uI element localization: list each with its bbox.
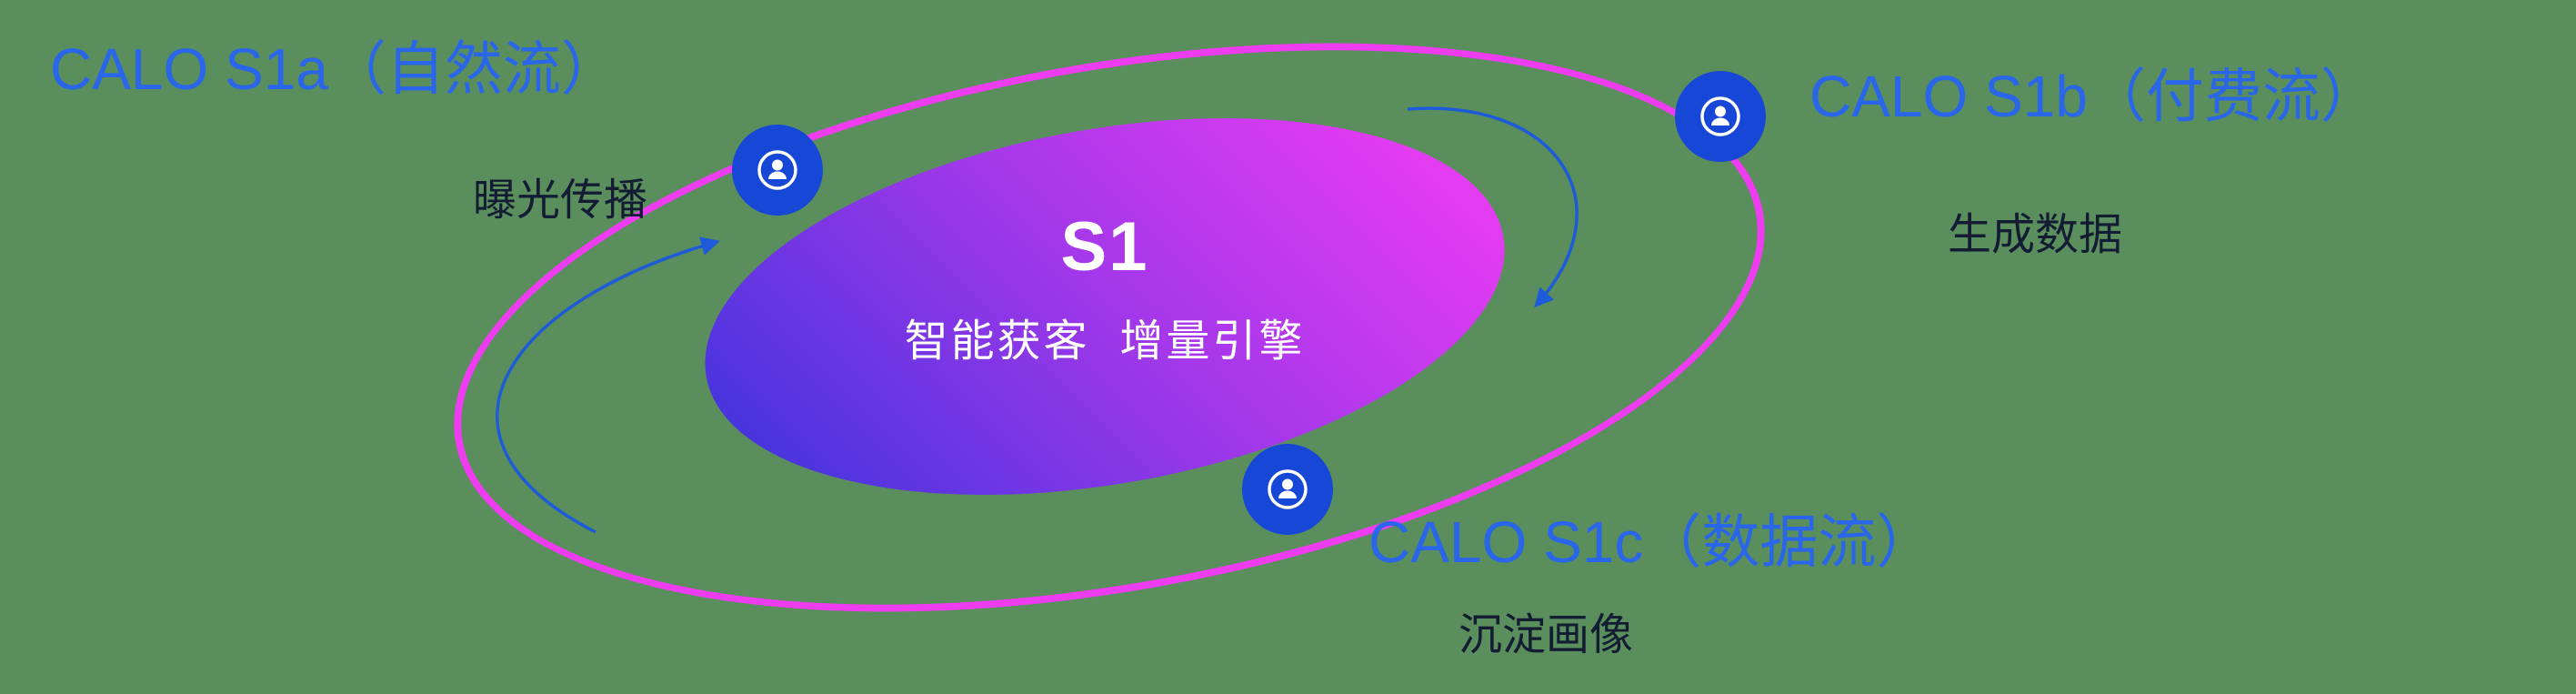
user-icon <box>757 150 797 190</box>
center-title: S1 <box>1060 208 1149 286</box>
user-icon <box>1700 96 1740 136</box>
center-subtitle: 智能获客 增量引擎 <box>904 317 1306 366</box>
node-s1b <box>1675 71 1766 162</box>
label-s1a-subtitle: 曝光传播 <box>473 176 648 225</box>
user-icon <box>1268 469 1308 509</box>
node-s1c <box>1242 444 1333 535</box>
label-s1c-subtitle: 沉淀画像 <box>1458 611 1634 659</box>
label-s1b-subtitle: 生成数据 <box>1948 211 2123 259</box>
node-s1a <box>732 125 823 216</box>
center-text: S1 智能获客 增量引擎 <box>832 207 1378 368</box>
label-s1c-title: CALO S1c（数据流） <box>1368 509 1935 575</box>
label-s1a-title: CALO S1a（自然流） <box>50 36 619 102</box>
label-s1b-title: CALO S1b（付费流） <box>1809 64 2379 129</box>
